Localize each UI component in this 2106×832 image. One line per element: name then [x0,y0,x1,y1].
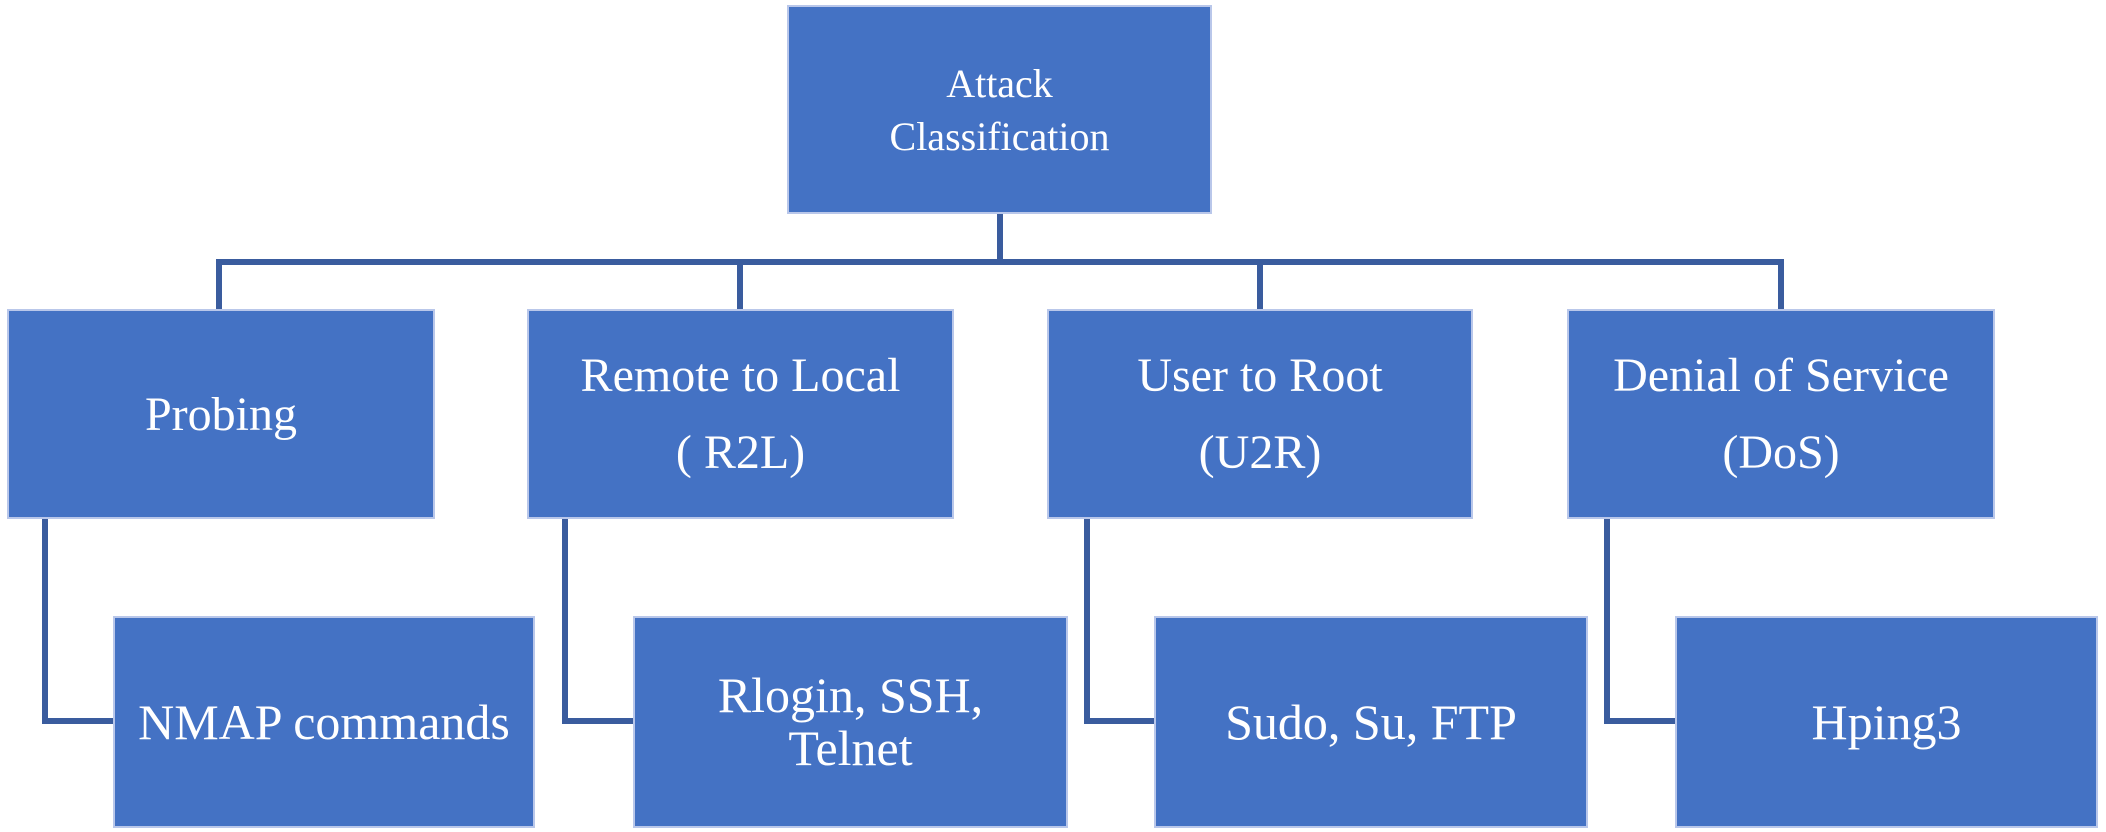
node-label-line: Classification [889,113,1110,159]
connector-probing-to-nmap-vertical [42,519,48,724]
node-remote-to-local: Remote to Local ( R2L) [527,309,954,519]
node-label-line: (U2R) [1198,426,1322,479]
connector-main-horizontal [216,259,1784,265]
connector-drop-denial-of-service [1778,262,1784,309]
node-nmap-commands: NMAP commands [113,616,535,828]
connector-drop-remote-to-local [737,262,743,309]
node-rlogin-ssh-telnet: Rlogin, SSH, Telnet [633,616,1068,828]
node-label-line: NMAP commands [138,693,510,750]
connector-drop-user-to-root [1257,262,1263,309]
node-sudo-su-ftp: Sudo, Su, FTP [1154,616,1588,828]
node-attack-classification: Attack Classification [787,5,1212,214]
connector-dos-to-hping3-vertical [1604,519,1610,724]
node-label-line: Rlogin, SSH, [717,667,984,723]
node-hping3: Hping3 [1675,616,2098,828]
node-label-line: Attack [946,60,1053,106]
connector-dos-to-hping3-horizontal [1604,718,1675,724]
connector-u2r-to-sudo-horizontal [1084,718,1154,724]
connector-drop-probing [216,262,222,309]
node-label-line: Hping3 [1811,693,1962,750]
node-label-line: Remote to Local [580,349,901,402]
node-label-line: (DoS) [1722,426,1840,479]
node-probing: Probing [7,309,435,519]
connector-u2r-to-sudo-vertical [1084,519,1090,724]
node-label-line: Probing [144,387,297,441]
node-label-line: Telnet [788,720,913,776]
node-label-line: User to Root [1137,349,1383,402]
node-label-line: ( R2L) [675,426,806,479]
connector-root-stub [997,214,1003,262]
node-label-line: Denial of Service [1613,349,1949,402]
connector-probing-to-nmap-horizontal [42,718,113,724]
node-user-to-root: User to Root (U2R) [1047,309,1473,519]
connector-r2l-to-rlogin-vertical [562,519,568,724]
connector-r2l-to-rlogin-horizontal [562,718,633,724]
node-label-line: Sudo, Su, FTP [1225,693,1517,750]
node-denial-of-service: Denial of Service (DoS) [1567,309,1995,519]
